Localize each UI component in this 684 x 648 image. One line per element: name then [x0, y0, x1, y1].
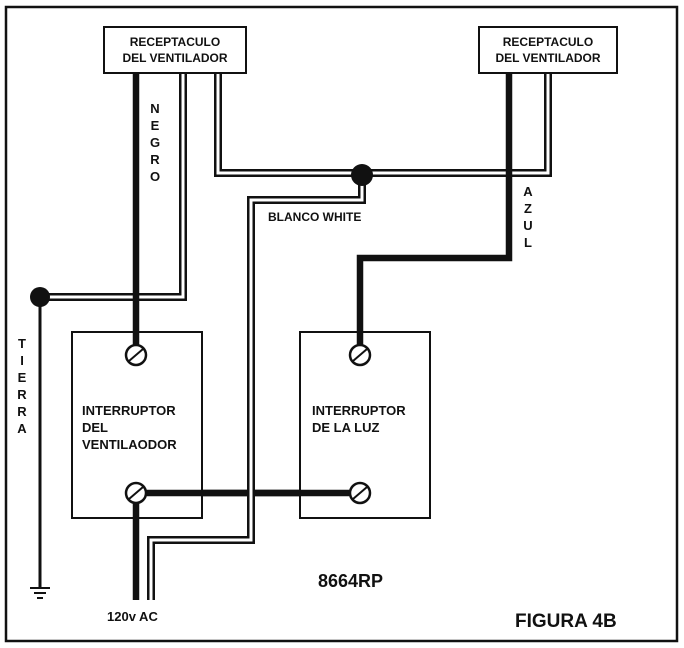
receptacle-right-line2: DEL VENTILADOR [495, 51, 600, 65]
tierra-letter: E [18, 370, 27, 385]
fan-switch-line2: DEL [82, 420, 108, 435]
screw-icon [348, 343, 372, 367]
diagram-frame [4, 5, 679, 643]
receptacle-right-line1: RECEPTACULO [503, 35, 593, 49]
negro-letter: E [151, 118, 160, 133]
light-switch-line1: INTERRUPTOR [312, 403, 406, 418]
tierra-letter: R [17, 404, 27, 419]
screw-terminals [124, 343, 372, 505]
negro-label: N E G R O [150, 101, 160, 184]
fan-switch-line1: INTERRUPTOR [82, 403, 176, 418]
negro-letter: O [150, 169, 160, 184]
tierra-label: T I E R R A [17, 336, 27, 436]
fan-switch-line3: VENTILAODOR [82, 437, 177, 452]
negro-letter: N [150, 101, 159, 116]
model-number: 8664RP [318, 571, 383, 591]
screw-icon [348, 481, 372, 505]
tierra-letter: R [17, 387, 27, 402]
azul-wire [356, 72, 513, 355]
white-wire-receptacles-link [214, 72, 552, 177]
negro-letter: R [150, 152, 160, 167]
negro-letter: G [150, 135, 160, 150]
receptacle-right: RECEPTACULO DEL VENTILADOR [478, 26, 618, 74]
tierra-letter: A [17, 421, 27, 436]
blanco-white-label: BLANCO WHITE [268, 210, 361, 224]
receptacle-left: RECEPTACULO DEL VENTILADOR [103, 26, 247, 74]
azul-letter: A [523, 184, 533, 199]
screw-icon [124, 481, 148, 505]
azul-label: A Z U L [523, 184, 533, 250]
receptacle-left-line2: DEL VENTILADOR [122, 51, 227, 65]
tierra-letter: I [20, 353, 24, 368]
white-wire-left-receptacle-ground [40, 72, 187, 301]
tierra-letter: T [18, 336, 26, 351]
azul-letter: L [524, 235, 532, 250]
ground-junction-dot [30, 287, 50, 307]
white-junction-dot [351, 164, 373, 186]
azul-letter: U [523, 218, 532, 233]
azul-letter: Z [524, 201, 532, 216]
light-switch-line2: DE LA LUZ [312, 420, 379, 435]
ground-wire [30, 297, 50, 599]
receptacle-left-line1: RECEPTACULO [130, 35, 220, 49]
screw-icon [124, 343, 148, 367]
figure-label: FIGURA 4B [515, 611, 617, 632]
ground-symbol-icon [30, 587, 50, 599]
supply-label: 120v AC [107, 609, 158, 624]
